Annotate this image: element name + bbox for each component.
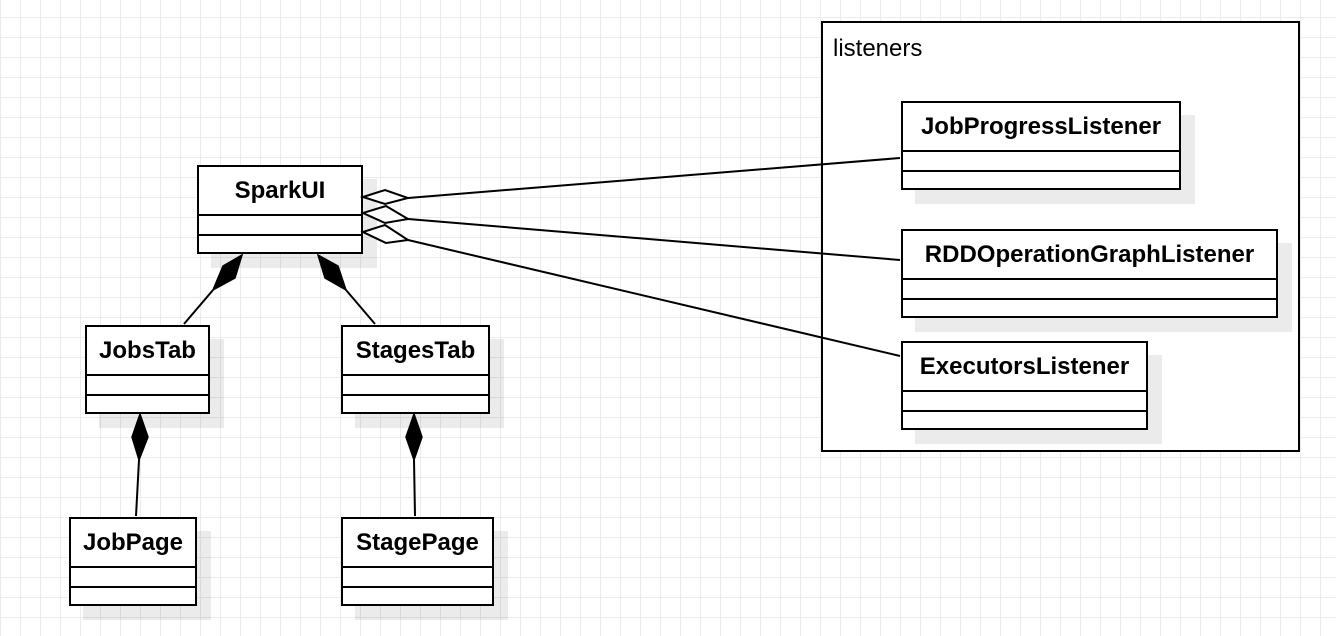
class-attributes-stages-tab (343, 376, 488, 396)
class-jobs-tab[interactable]: JobsTab (85, 325, 210, 414)
class-name-jobs-tab: JobsTab (87, 327, 208, 376)
class-name-stages-tab: StagesTab (343, 327, 488, 376)
class-attributes-rdd-operation-graph-listener (903, 280, 1276, 300)
aggregation-diamond-icon (360, 204, 411, 225)
connector-line (413, 459, 416, 517)
aggregation-diamond-icon (359, 188, 412, 206)
class-attributes-job-progress-listener (903, 152, 1179, 172)
class-executors-listener[interactable]: ExecutorsListener (901, 341, 1148, 430)
class-operations-job-page (71, 588, 195, 604)
composition-jobstab-jobpage[interactable] (131, 411, 149, 517)
class-operations-rdd-operation-graph-listener (903, 300, 1276, 316)
aggregation-sparkui-jobprogresslistener[interactable] (359, 157, 901, 206)
class-operations-stage-page (343, 588, 492, 604)
connector-line (345, 289, 376, 325)
class-name-rdd-operation-graph-listener: RDDOperationGraphListener (903, 231, 1276, 280)
class-name-job-page: JobPage (71, 519, 195, 568)
class-sparkui[interactable]: SparkUI (197, 165, 363, 254)
class-operations-jobs-tab (87, 396, 208, 412)
class-name-job-progress-listener: JobProgressListener (903, 103, 1179, 152)
class-stages-tab[interactable]: StagesTab (341, 325, 490, 414)
class-attributes-jobs-tab (87, 376, 208, 396)
class-operations-stages-tab (343, 396, 488, 412)
aggregation-diamond-icon (360, 223, 411, 245)
class-attributes-stage-page (343, 568, 492, 588)
connector-line (183, 289, 214, 325)
composition-diamond-icon (131, 411, 149, 463)
class-name-stage-page: StagePage (343, 519, 492, 568)
aggregation-sparkui-rddoperationgraphlistener[interactable] (360, 204, 901, 261)
class-name-sparkui: SparkUI (199, 167, 361, 216)
class-name-executors-listener: ExecutorsListener (903, 343, 1146, 392)
connector-line (135, 459, 140, 517)
class-rdd-operation-graph-listener[interactable]: RDDOperationGraphListener (901, 229, 1278, 318)
composition-diamond-icon (211, 253, 244, 292)
class-operations-job-progress-listener (903, 172, 1179, 188)
composition-sparkui-stagestab[interactable] (316, 253, 376, 325)
class-attributes-job-page (71, 568, 195, 588)
class-job-progress-listener[interactable]: JobProgressListener (901, 101, 1181, 190)
class-job-page[interactable]: JobPage (69, 517, 197, 606)
composition-diamond-icon (405, 411, 423, 463)
class-operations-executors-listener (903, 412, 1146, 428)
class-attributes-sparkui (199, 216, 361, 236)
class-operations-sparkui (199, 236, 361, 252)
class-stage-page[interactable]: StagePage (341, 517, 494, 606)
composition-stagestab-stagepage[interactable] (405, 411, 423, 517)
composition-sparkui-jobstab[interactable] (183, 253, 244, 325)
class-attributes-executors-listener (903, 392, 1146, 412)
composition-diamond-icon (316, 253, 348, 292)
package-label: listeners (833, 35, 923, 62)
